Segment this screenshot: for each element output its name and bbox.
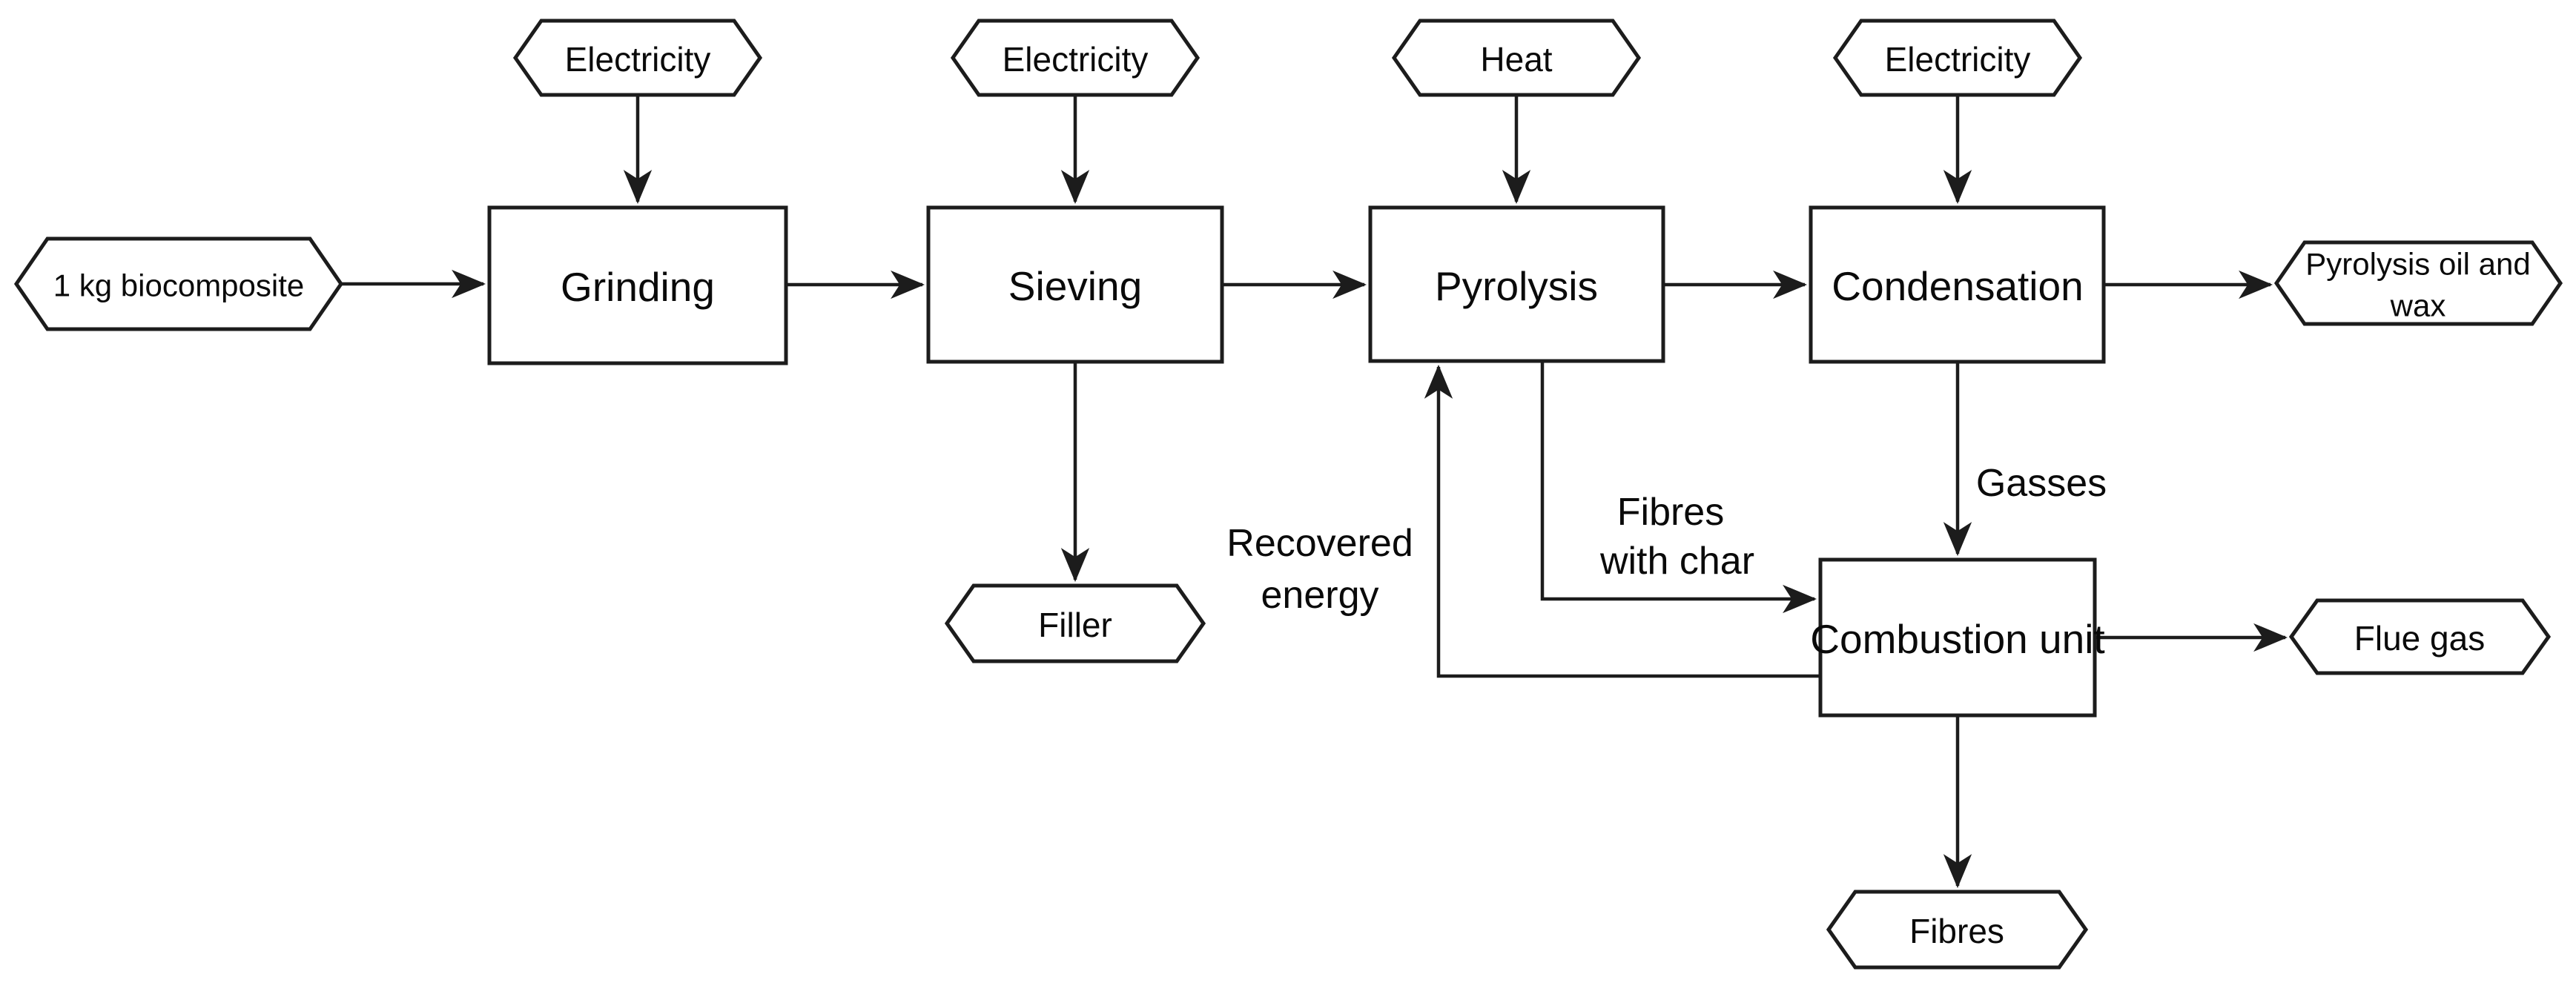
- node-label: Pyrolysis: [1435, 263, 1598, 309]
- node-label-line2: wax: [2390, 288, 2446, 323]
- node-label: Combustion unit: [1810, 616, 2104, 662]
- hexagon-shape: [944, 583, 1206, 663]
- node-label: Electricity: [565, 40, 711, 79]
- edge-combustion-to-pyrolysis-recovered-energy: [1424, 364, 1820, 678]
- hexagon-nodes: Electricity Electricity Heat Electricity…: [13, 19, 2563, 970]
- edge-label-gasses: Gasses: [1976, 462, 2107, 505]
- node-label: 1 kg biocomposite: [53, 268, 305, 303]
- node-label: Electricity: [1885, 40, 2031, 79]
- hexagon-shape: [950, 19, 1201, 97]
- node-pyrolysis: Pyrolysis: [1368, 205, 1665, 363]
- node-sieving: Sieving: [926, 205, 1224, 364]
- process-nodes: Grinding Sieving Pyrolysis Condensation …: [487, 205, 2106, 718]
- node-pyrolysis-oil-output: Pyrolysis oil and wax: [2273, 240, 2563, 326]
- process-box: [1368, 205, 1665, 363]
- process-box: [1809, 205, 2106, 364]
- node-electricity-grinding: Electricity: [512, 19, 763, 97]
- edge-label-recovered-energy-line1: Recovered: [1226, 522, 1413, 565]
- edge-label-fibres-with-char-line1: Fibres: [1617, 491, 1724, 534]
- hexagon-shape: [1391, 19, 1642, 97]
- node-label: Grinding: [561, 264, 715, 310]
- hexagon-shape: [2273, 240, 2563, 326]
- node-grinding: Grinding: [487, 205, 788, 365]
- node-biocomposite-input: 1 kg biocomposite: [13, 236, 344, 331]
- hexagon-shape: [2288, 598, 2552, 675]
- node-flue-gas-output: Flue gas: [2288, 598, 2552, 675]
- node-label: Filler: [1038, 606, 1112, 644]
- node-heat-pyrolysis: Heat: [1391, 19, 1642, 97]
- node-label: Fibres: [1909, 912, 2004, 950]
- edge-pyrolysis-to-combustion-fibres-char: [1540, 361, 1817, 614]
- node-label: Condensation: [1832, 263, 2083, 309]
- edge-labels: Recovered energy Fibres with char Gasses: [1226, 462, 2107, 617]
- process-box: [487, 205, 788, 365]
- node-label-line1: Pyrolysis oil and: [2305, 247, 2530, 282]
- node-electricity-condensation: Electricity: [1832, 19, 2083, 97]
- process-box: [926, 205, 1224, 364]
- node-electricity-sieving: Electricity: [950, 19, 1201, 97]
- node-filler-output: Filler: [944, 583, 1206, 663]
- hexagon-shape: [1826, 890, 2089, 970]
- node-label: Sieving: [1008, 263, 1142, 309]
- edges: [341, 95, 2288, 889]
- node-label: Heat: [1480, 40, 1552, 79]
- edge-label-fibres-with-char-line2: with char: [1599, 540, 1754, 583]
- hexagon-shape: [1832, 19, 2083, 97]
- node-label: Flue gas: [2354, 619, 2485, 658]
- node-label: Electricity: [1003, 40, 1149, 79]
- process-box: [1818, 557, 2097, 718]
- node-fibres-output: Fibres: [1826, 890, 2089, 970]
- node-combustion-unit: Combustion unit: [1810, 557, 2105, 718]
- node-condensation: Condensation: [1809, 205, 2106, 364]
- edge-label-recovered-energy-line2: energy: [1261, 574, 1379, 617]
- hexagon-shape: [13, 236, 344, 331]
- hexagon-shape: [512, 19, 763, 97]
